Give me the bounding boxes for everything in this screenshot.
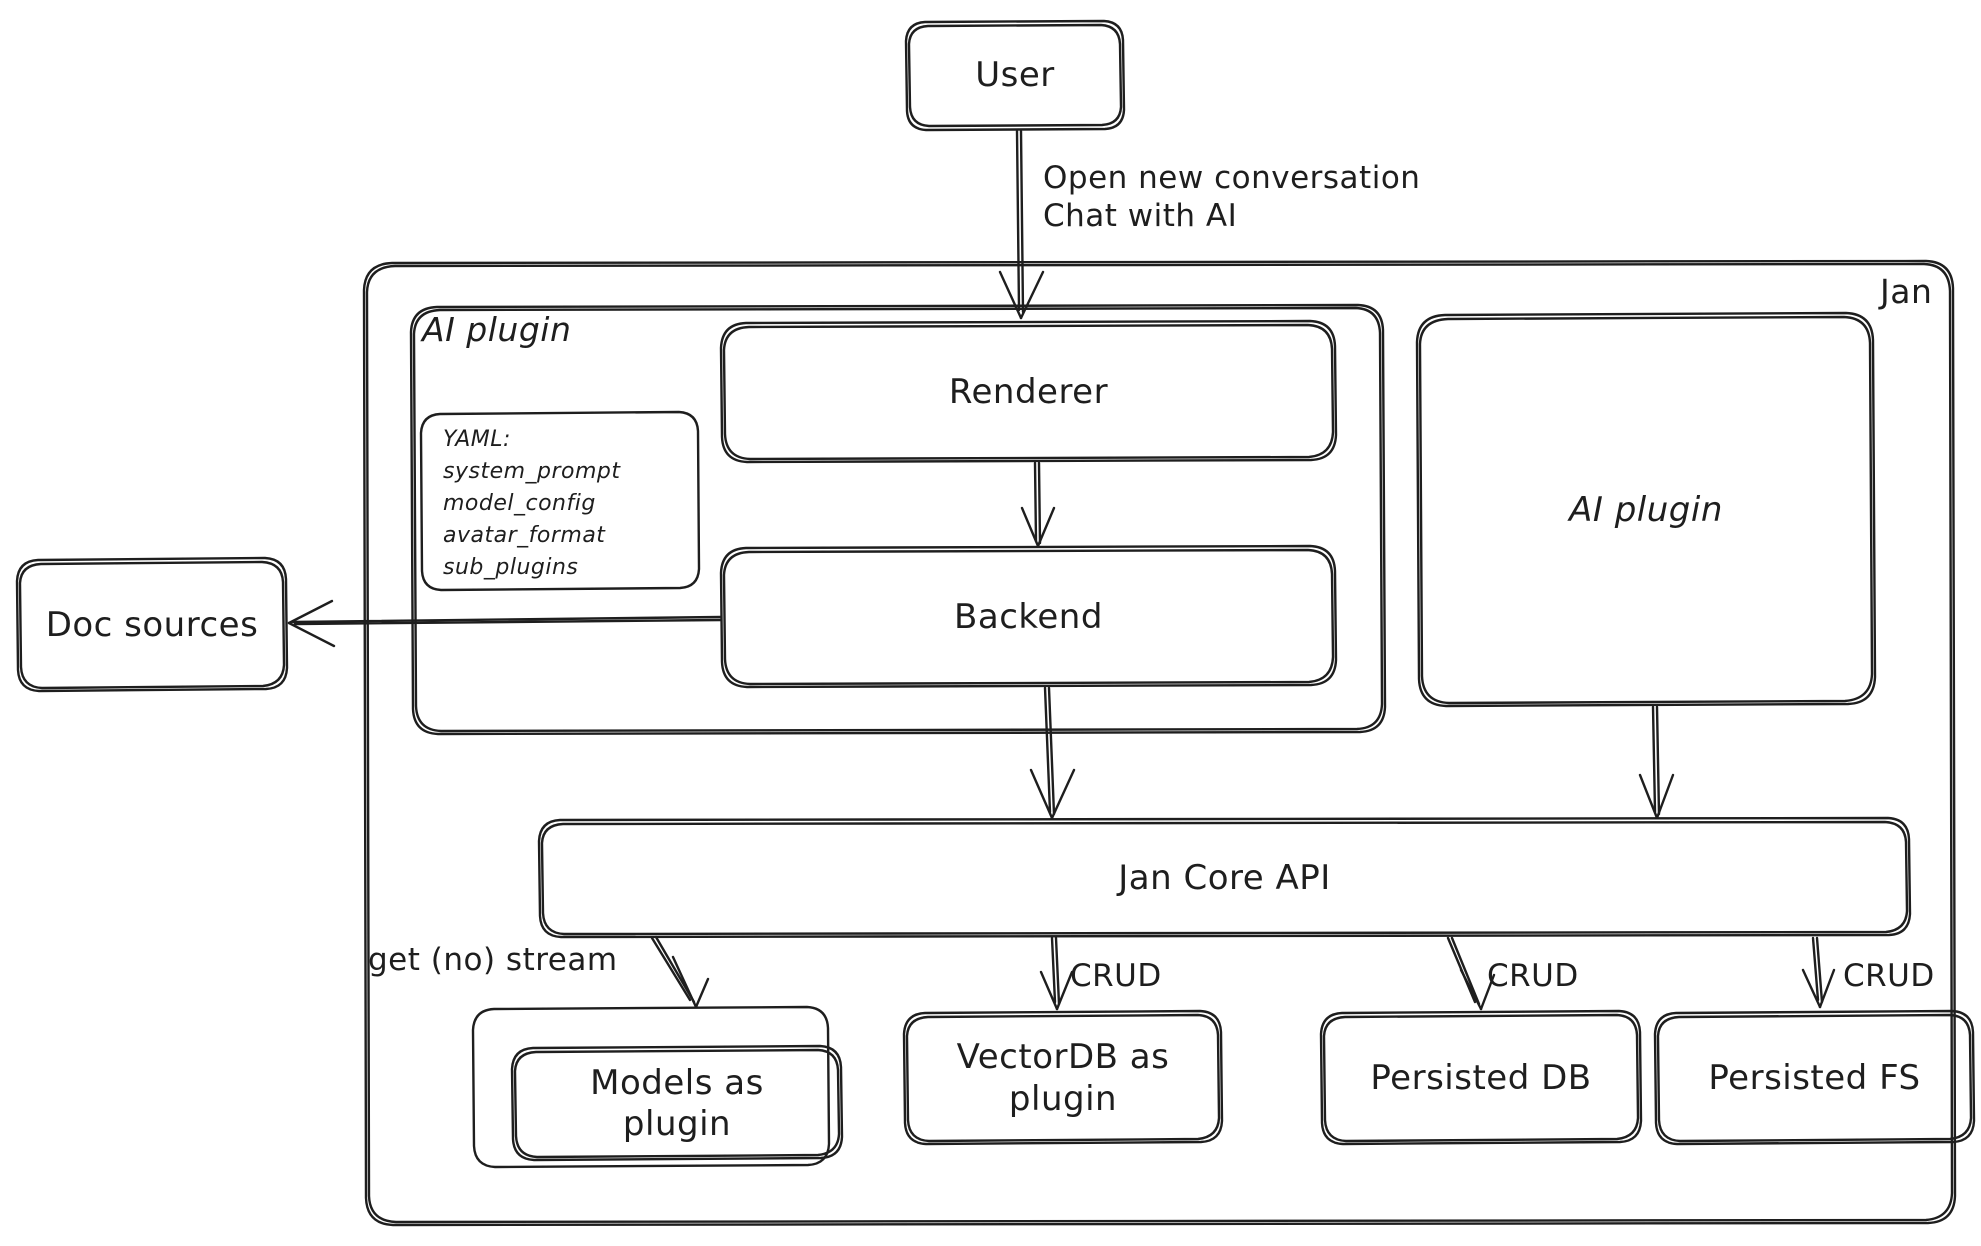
node-backend[interactable] bbox=[719, 544, 1338, 689]
node-user[interactable] bbox=[904, 19, 1126, 132]
edge-jan-core-api-to-persisted-fs bbox=[1801, 936, 1836, 1009]
node-models-back-card bbox=[471, 1005, 831, 1169]
node-vectordb[interactable] bbox=[902, 1009, 1224, 1146]
node-persisted-db[interactable] bbox=[1319, 1009, 1643, 1146]
node-doc-sources[interactable] bbox=[15, 556, 289, 693]
node-persisted-fs[interactable] bbox=[1653, 1009, 1976, 1146]
edge-backend-to-doc-sources bbox=[287, 599, 723, 648]
edge-user-to-renderer bbox=[998, 129, 1045, 320]
container-jan bbox=[362, 259, 1957, 1227]
node-jan-core-api[interactable] bbox=[537, 816, 1912, 939]
edge-jan-core-api-to-models bbox=[650, 935, 710, 1009]
edge-jan-core-api-to-persisted-db bbox=[1446, 936, 1496, 1011]
card-yaml-config bbox=[419, 410, 701, 592]
node-renderer[interactable] bbox=[719, 319, 1338, 464]
edge-renderer-to-backend bbox=[1020, 461, 1056, 548]
edge-backend-to-jan-core-api bbox=[1029, 686, 1076, 820]
edge-jan-core-api-to-vectordb bbox=[1039, 936, 1074, 1011]
container-ai-plugin-group bbox=[409, 303, 1387, 736]
node-ai-plugin[interactable] bbox=[1415, 311, 1877, 708]
node-models[interactable] bbox=[510, 1044, 844, 1162]
edge-ai-plugin-to-jan-core-api bbox=[1638, 705, 1675, 820]
